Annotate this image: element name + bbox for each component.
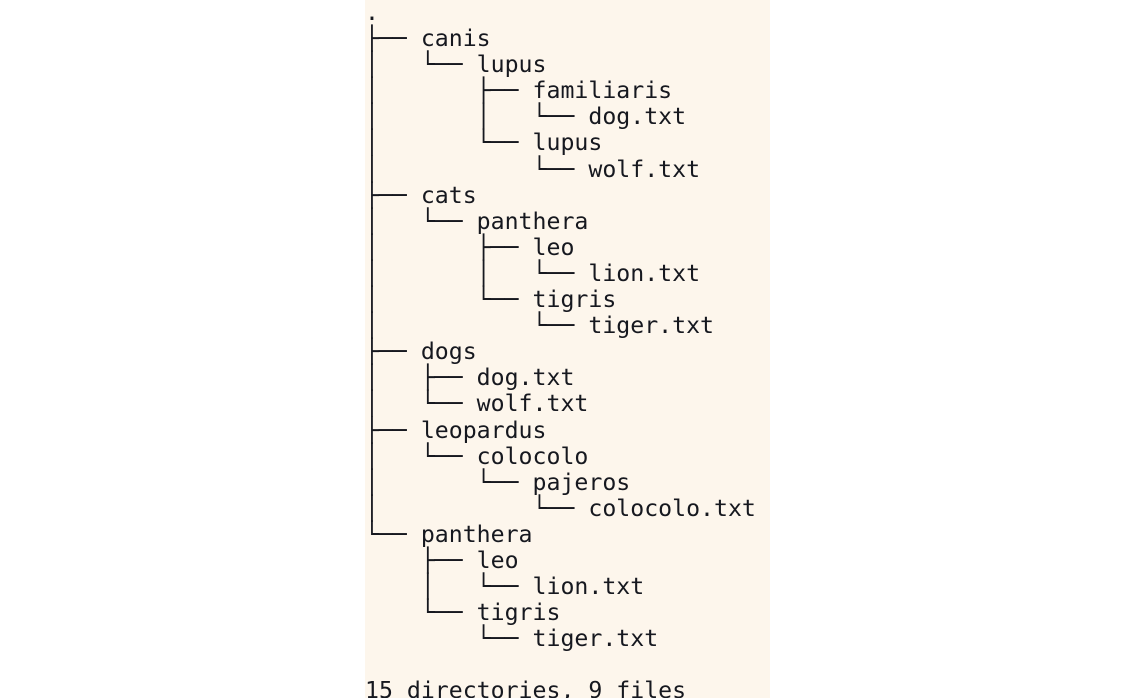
tree-line: │ └── wolf.txt <box>365 390 589 418</box>
tree-line: │ └── tigris <box>365 286 617 314</box>
tree-line: │ └── tiger.txt <box>365 312 715 340</box>
tree-output-panel: .├── canis│ └── lupus│ ├── familiaris│ │… <box>365 0 770 698</box>
tree-root-line: . <box>365 0 379 26</box>
tree-listing: .├── canis│ └── lupus│ ├── familiaris│ │… <box>365 0 756 698</box>
tree-summary-spacer <box>365 652 756 678</box>
tree-line: │ ├── familiaris <box>365 77 673 105</box>
tree-line: │ └── pajeros <box>365 468 631 496</box>
tree-line: └── panthera <box>365 520 533 548</box>
tree-summary: 15 directories, 9 files <box>365 677 687 698</box>
tree-line: ├── leo <box>365 546 519 574</box>
tree-line: │ └── lupus <box>365 129 603 157</box>
tree-line: └── tiger.txt <box>365 625 659 653</box>
tree-line: │ └── lupus <box>365 51 547 79</box>
tree-line: └── tigris <box>365 599 561 627</box>
tree-line: │ └── colocolo <box>365 442 589 470</box>
tree-line: │ │ └── lion.txt <box>365 259 701 287</box>
tree-line: ├── leopardus <box>365 416 547 444</box>
tree-line: │ ├── leo <box>365 233 575 261</box>
tree-line: │ └── lion.txt <box>365 573 645 601</box>
tree-line: │ └── colocolo.txt <box>365 494 756 522</box>
tree-line: │ ├── dog.txt <box>365 364 575 392</box>
tree-line: │ └── panthera <box>365 207 589 235</box>
tree-line: ├── canis <box>365 25 491 53</box>
tree-line: ├── cats <box>365 181 477 209</box>
tree-line: │ └── wolf.txt <box>365 155 701 183</box>
tree-line: │ │ └── dog.txt <box>365 103 687 131</box>
tree-line: ├── dogs <box>365 338 477 366</box>
